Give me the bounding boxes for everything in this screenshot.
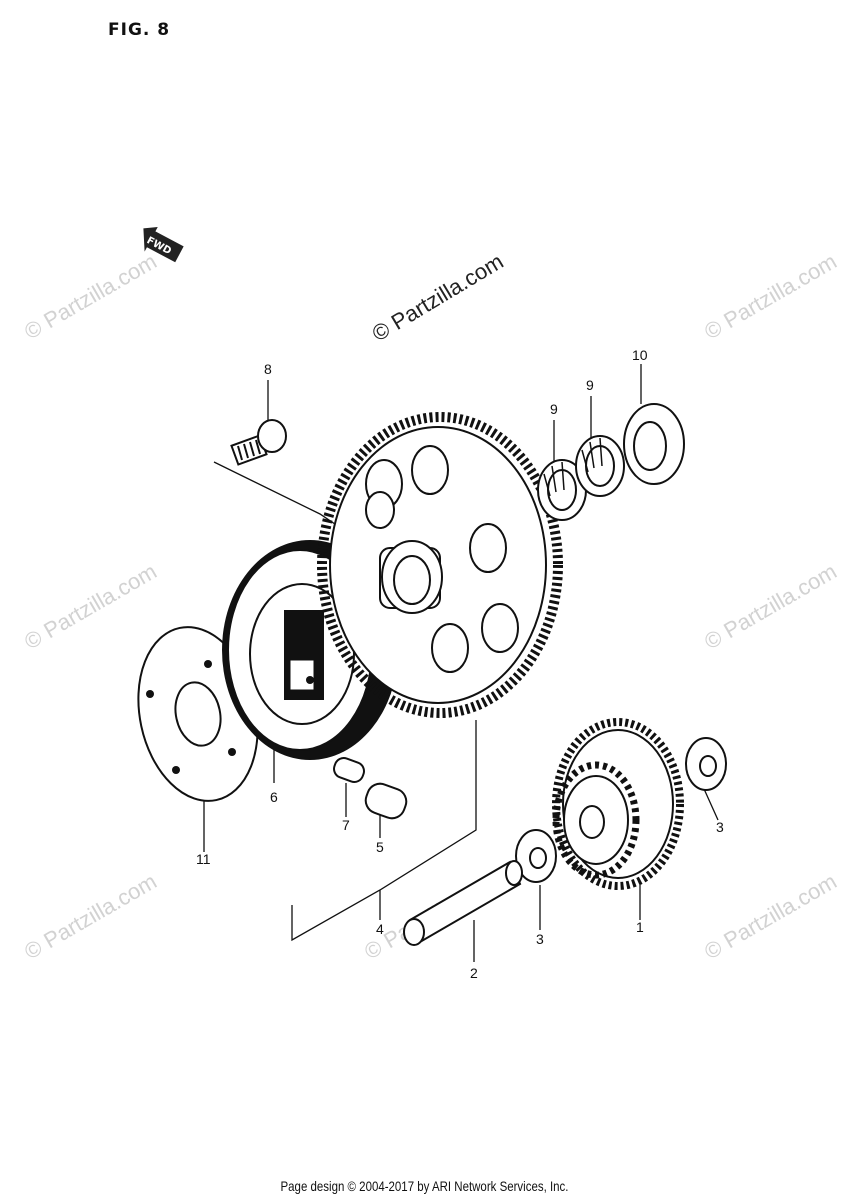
callout-8: 8 — [264, 361, 272, 377]
part-3-washer-left — [515, 829, 557, 883]
part-4-large-gear — [317, 412, 563, 718]
callout-4: 4 — [376, 921, 384, 937]
callout-7: 7 — [342, 817, 350, 833]
callout-2: 2 — [470, 965, 478, 981]
callout-1: 1 — [636, 919, 644, 935]
watermark-tile: © Partzilla.com — [20, 249, 161, 345]
part-7-roller — [333, 757, 365, 783]
callout-5: 5 — [376, 839, 384, 855]
watermark-tile: © Partzilla.com — [700, 869, 841, 965]
watermark-tile: © Partzilla.com — [20, 559, 161, 655]
watermark-tile: © Partzilla.com — [700, 559, 841, 655]
callout-9: 9 — [550, 401, 558, 417]
callouts: 1 2 3 3 4 5 6 7 8 9 9 10 11 — [196, 347, 724, 981]
part-3-washer-right — [685, 737, 727, 791]
callout-10: 10 — [632, 347, 648, 363]
figure-label: FIG. 8 — [108, 20, 171, 40]
watermark-tile: © Partzilla.com — [20, 869, 161, 965]
callout-9: 9 — [586, 377, 594, 393]
callout-3: 3 — [716, 819, 724, 835]
part-8-bolt — [230, 419, 287, 466]
callout-3: 3 — [536, 931, 544, 947]
part-1-idle-gear — [552, 718, 684, 890]
page-footer: Page design © 2004-2017 by ARI Network S… — [280, 1178, 569, 1194]
part-5-roller — [364, 782, 408, 820]
watermark-tile: © Partzilla.com — [700, 249, 841, 345]
part-9-bearing-b — [575, 435, 625, 497]
watermark-center: © Partzilla.com — [368, 249, 508, 347]
part-10-washer — [623, 403, 685, 485]
callout-6: 6 — [270, 789, 278, 805]
part-2-shaft — [403, 860, 523, 946]
callout-11: 11 — [196, 851, 211, 867]
part-9-bearing-a — [537, 459, 587, 521]
